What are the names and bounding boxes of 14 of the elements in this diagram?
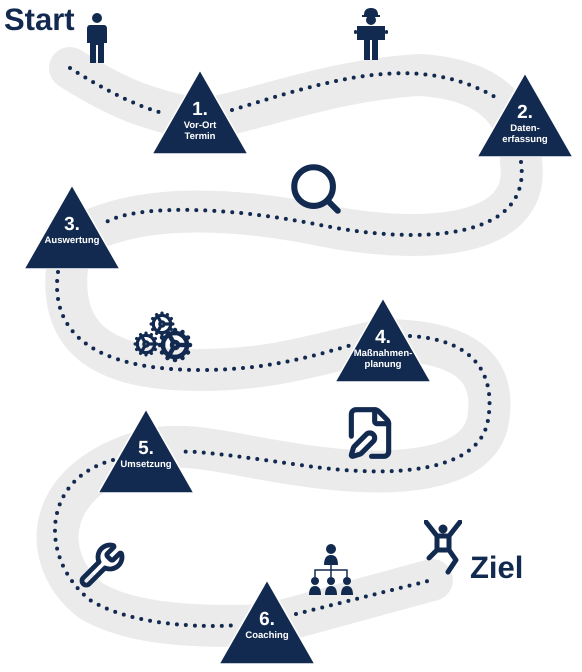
step-label: Coaching bbox=[244, 630, 290, 642]
step-number: 5. bbox=[138, 439, 154, 460]
step-number: 3. bbox=[64, 215, 80, 236]
step-label: Umsetzung bbox=[119, 460, 173, 471]
step-number: 2. bbox=[517, 103, 533, 124]
waypoint-title: Start bbox=[4, 4, 75, 35]
step-label: Auswertung bbox=[44, 236, 100, 247]
step-label: Daten- erfassung bbox=[501, 124, 549, 146]
step-label: Maßnahmen- planung bbox=[352, 348, 414, 371]
waypoint-title: Ziel bbox=[470, 552, 524, 583]
step-number: 1. bbox=[192, 100, 208, 121]
step-number: 6. bbox=[259, 610, 275, 631]
step-label: Vor-Ort Termin bbox=[182, 120, 218, 143]
step-number: 4. bbox=[375, 328, 391, 349]
